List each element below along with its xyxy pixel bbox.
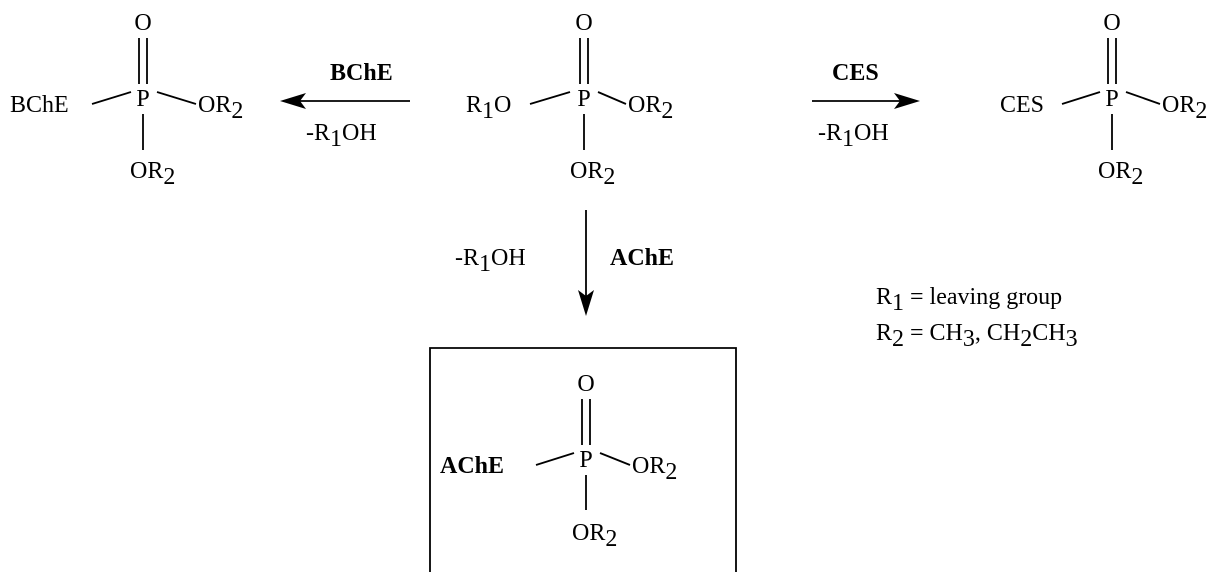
ces-product-enzyme-label: CES [1000,92,1044,118]
ache-product-right-group-label: OR2 [632,453,677,485]
substrate-molecule: O P R1O OR2 OR2 [466,10,673,190]
bche-product-right-group-label: OR2 [198,92,243,124]
arrow-bche-byproduct-label: -R1OH [306,120,377,152]
ces-product-phosphorus-label: P [1105,86,1118,112]
legend-r2-definition: R2 = CH3, CH2CH3 [876,320,1078,352]
arrow-ces-byproduct-label: -R1OH [818,120,889,152]
arrow-ces: CES -R1OH [812,60,920,152]
substrate-right-bond [597,91,627,105]
substrate-phosphorus-label: P [577,86,590,112]
ces-product-right-group-label: OR2 [1162,92,1207,124]
substrate-bottom-group-label: OR2 [570,158,615,190]
bche-product-bottom-group-label: OR2 [130,158,175,190]
ache-product-enzyme-label: AChE [440,453,504,479]
bche-product-left-bond [91,91,132,105]
bche-product-molecule: O P BChE OR2 OR2 [10,10,243,190]
arrow-bche: BChE -R1OH [280,60,410,152]
ces-product-oxygen-label: O [1103,10,1120,36]
arrow-ache: AChE -R1OH [455,210,674,316]
arrow-bche-enzyme-label: BChE [330,60,393,86]
arrow-ces-head [894,93,920,109]
substrate-oxygen-label: O [575,10,592,36]
ces-product-left-bond [1061,91,1101,105]
arrow-ache-enzyme-label: AChE [610,245,674,271]
arrow-bche-head [280,93,306,109]
ces-product-right-bond [1125,91,1161,105]
arrow-ache-byproduct-label: -R1OH [455,245,526,277]
ache-product-left-bond [535,452,575,466]
bche-product-phosphorus-label: P [136,86,149,112]
ache-product-oxygen-label: O [577,371,594,397]
legend-r1-definition: R1 = leaving group [876,284,1062,316]
bche-product-right-bond [156,91,197,105]
bche-product-enzyme-label: BChE [10,92,69,118]
ache-product-frame [429,347,737,572]
bche-product-oxygen-label: O [134,10,151,36]
ache-product-right-bond [599,452,631,466]
ces-product-bottom-group-label: OR2 [1098,158,1143,190]
ces-product-molecule: O P CES OR2 OR2 [1000,10,1207,190]
substituent-legend: R1 = leaving group R2 = CH3, CH2CH3 [876,284,1078,352]
ache-product-molecule: O P AChE OR2 OR2 [440,371,677,552]
ache-product-bottom-group-label: OR2 [572,520,617,552]
substrate-left-bond [529,91,571,105]
substrate-left-group-label: R1O [466,92,511,124]
arrow-ces-enzyme-label: CES [832,60,879,86]
ache-product-phosphorus-label: P [579,447,592,473]
arrow-ache-head [578,290,594,316]
substrate-right-group-label: OR2 [628,92,673,124]
